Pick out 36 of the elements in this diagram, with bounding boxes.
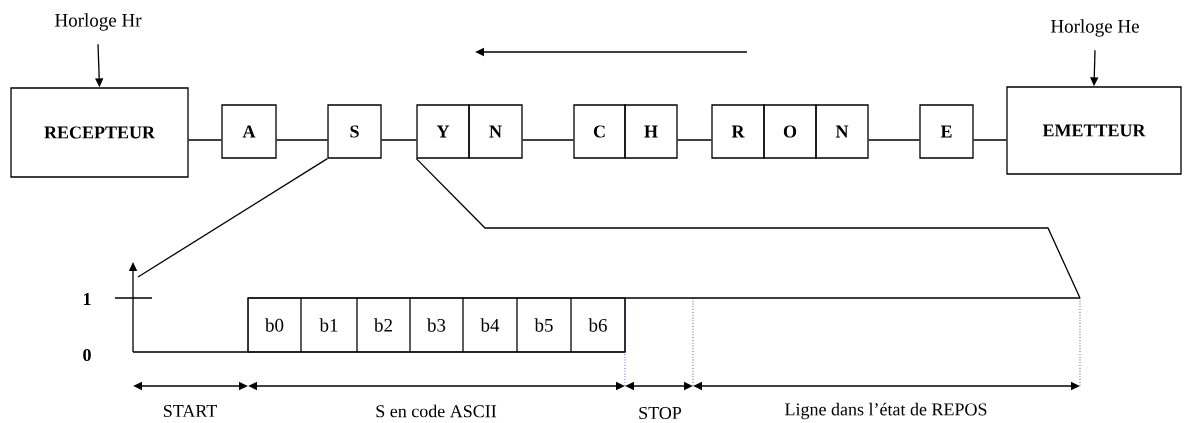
character-box: A bbox=[221, 104, 277, 159]
connector-line bbox=[522, 139, 574, 141]
zoom-line bbox=[137, 158, 328, 278]
station-box: EMETTEUR bbox=[1006, 86, 1182, 175]
station-box: RECEPTEUR bbox=[10, 87, 189, 178]
bit-cell: b0 bbox=[247, 297, 302, 353]
character-box: E bbox=[919, 104, 974, 159]
zoom-line bbox=[415, 158, 1081, 299]
axis-label: 1 bbox=[83, 293, 91, 305]
dimension-label: START bbox=[164, 404, 217, 418]
bit-cell: b5 bbox=[516, 297, 572, 353]
connector-line bbox=[188, 139, 222, 141]
character-box: S bbox=[327, 104, 382, 159]
bit-cell: b2 bbox=[356, 297, 411, 353]
clock-label: Horloge He bbox=[1050, 19, 1139, 37]
bit-cell: b1 bbox=[300, 297, 358, 353]
bit-cell: b6 bbox=[570, 297, 626, 353]
bit-cell: b3 bbox=[409, 297, 464, 353]
connector-line bbox=[868, 139, 920, 141]
connector-line bbox=[677, 139, 712, 141]
character-box: O bbox=[763, 104, 817, 159]
character-box: H bbox=[624, 104, 678, 159]
character-box: R bbox=[711, 104, 765, 159]
character-box: N bbox=[468, 104, 523, 159]
dimension-label: Ligne dans l’état de REPOS bbox=[785, 402, 987, 420]
dimension-label: S en code ASCII bbox=[376, 404, 497, 418]
character-box: N bbox=[815, 104, 869, 159]
connector-line bbox=[381, 139, 417, 141]
clock-label: Horloge Hr bbox=[55, 13, 142, 31]
connector-line bbox=[276, 139, 328, 141]
character-box: Y bbox=[416, 104, 470, 159]
connector-line bbox=[973, 139, 1007, 141]
dimension-label: STOP bbox=[639, 406, 682, 420]
character-box: C bbox=[573, 104, 626, 159]
axis-label: 0 bbox=[83, 348, 91, 362]
bit-cell: b4 bbox=[462, 297, 518, 353]
